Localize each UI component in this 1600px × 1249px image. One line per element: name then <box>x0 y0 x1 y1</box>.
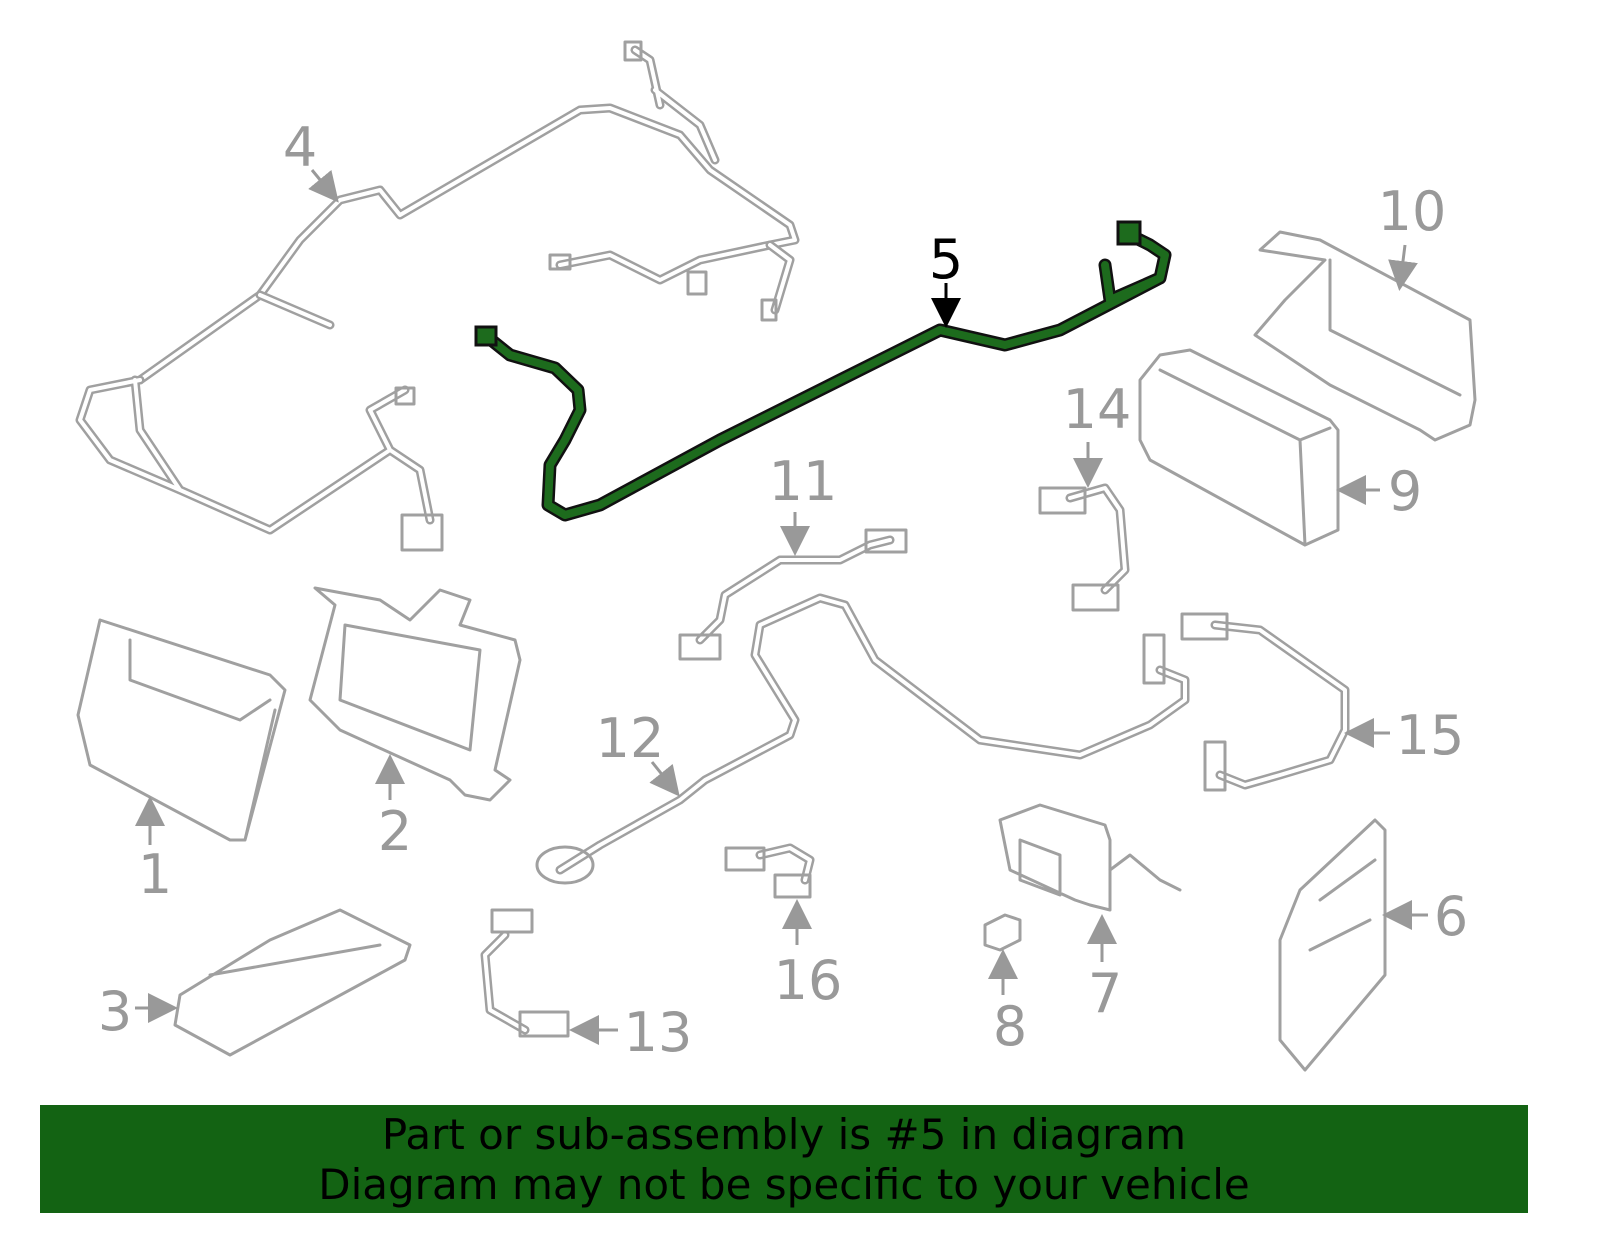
callout-3[interactable]: 3 <box>98 980 132 1043</box>
part-7-connector[interactable] <box>998 803 1182 912</box>
callout-15[interactable]: 15 <box>1396 704 1465 767</box>
info-banner: Part or sub-assembly is #5 in diagram Di… <box>40 1105 1528 1213</box>
part-1-module[interactable] <box>76 618 287 842</box>
callout-1[interactable]: 1 <box>138 843 172 906</box>
part-5-harness[interactable] <box>474 220 1172 522</box>
callout-8[interactable]: 8 <box>993 995 1027 1058</box>
part-14-wire[interactable] <box>1038 483 1130 612</box>
banner-line-2: Diagram may not be specific to your vehi… <box>318 1160 1250 1209</box>
callout-13[interactable]: 13 <box>624 1001 693 1064</box>
callout-16[interactable]: 16 <box>774 949 843 1012</box>
part-16-wire[interactable] <box>724 843 815 899</box>
part-4-harness[interactable] <box>75 40 800 552</box>
part-8-clip[interactable] <box>983 913 1022 952</box>
callout-2[interactable]: 2 <box>378 800 412 863</box>
callout-9[interactable]: 9 <box>1388 460 1422 523</box>
part-13-wire[interactable] <box>480 908 570 1038</box>
callout-11[interactable]: 11 <box>769 450 838 513</box>
callout-7[interactable]: 7 <box>1088 962 1122 1025</box>
part-9-battery-box[interactable] <box>1138 348 1340 547</box>
callout-14[interactable]: 14 <box>1063 378 1132 441</box>
part-3-module[interactable] <box>173 908 412 1057</box>
callout-12[interactable]: 12 <box>596 707 665 770</box>
callout-10[interactable]: 10 <box>1378 180 1447 243</box>
part-11-wire[interactable] <box>678 528 908 661</box>
callout-4[interactable]: 4 <box>283 116 317 179</box>
part-15-wire[interactable] <box>1180 612 1350 792</box>
callout-5[interactable]: 5 <box>929 228 963 291</box>
part-12-cable[interactable] <box>535 593 1190 885</box>
banner-line-1: Part or sub-assembly is #5 in diagram <box>381 1110 1187 1159</box>
callout-arrows <box>135 169 1428 1045</box>
part-6-module[interactable] <box>1278 818 1387 1072</box>
callout-6[interactable]: 6 <box>1434 885 1468 948</box>
part-2-bracket[interactable] <box>308 586 522 802</box>
part-10-bracket[interactable] <box>1253 230 1477 442</box>
